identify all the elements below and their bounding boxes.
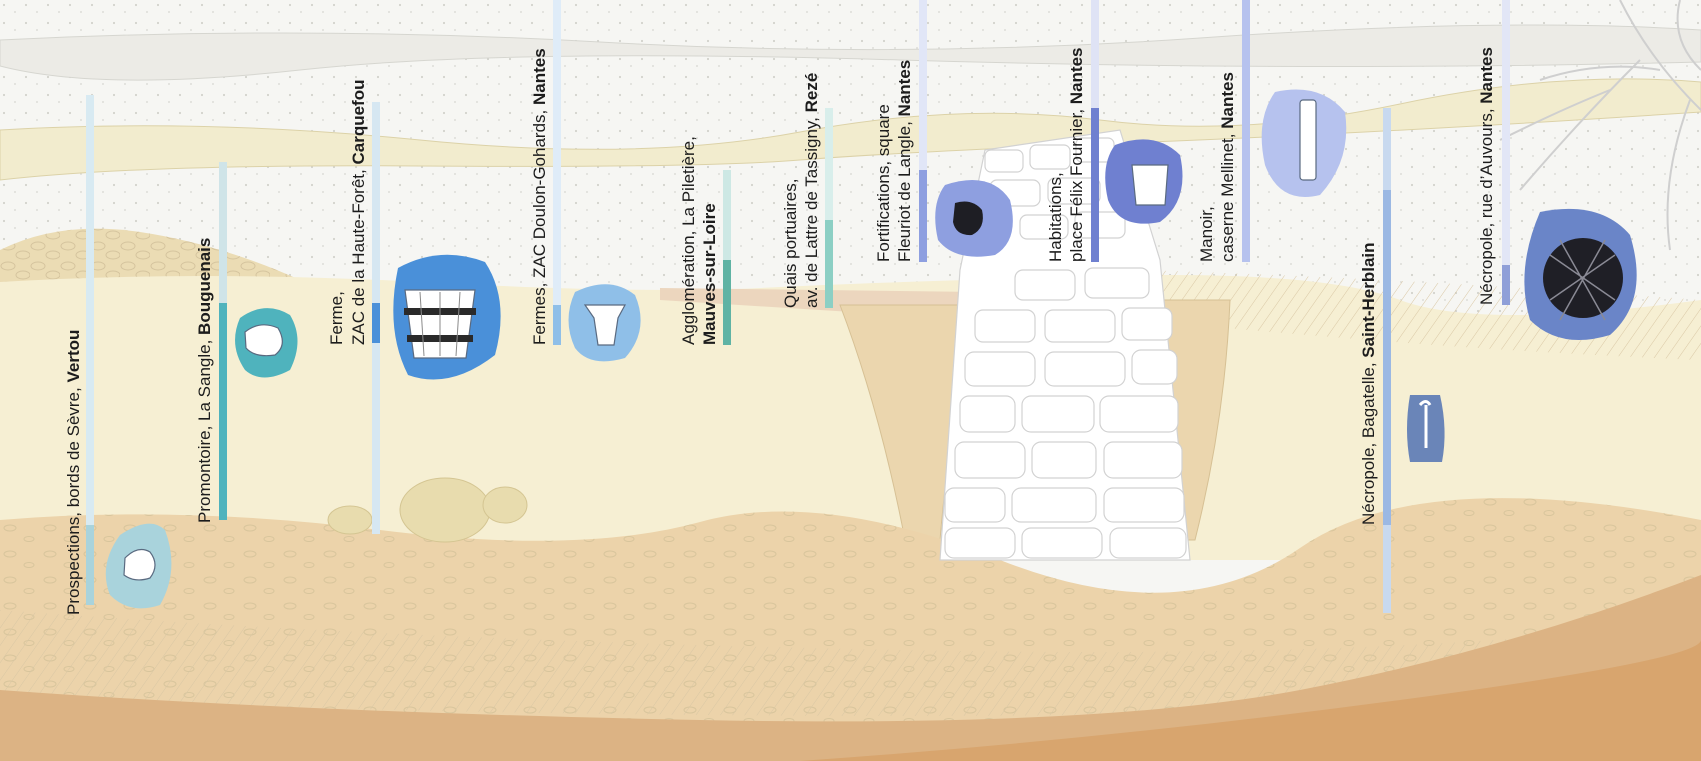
artifact-doulon <box>568 284 641 362</box>
ceramic-jar-icon <box>1131 164 1169 206</box>
hatched-lower <box>0 610 1701 716</box>
site-label: Agglomération, La Piletière, <box>679 136 698 345</box>
site-label: av. de Lattre de Tassigny, Rezé <box>802 73 821 308</box>
artifact-saint-herblain <box>1407 395 1445 462</box>
comb-icon <box>1299 99 1317 181</box>
artifact-auvours <box>1524 208 1637 340</box>
site-bar-fournier <box>1091 0 1099 262</box>
stone-tool-icon <box>244 324 283 357</box>
site-label: Manoir, <box>1197 206 1216 262</box>
site-label: Fermes, ZAC Doulon-Gohards, Nantes <box>530 48 549 345</box>
artifact-fournier <box>1105 139 1183 224</box>
site-bar-mellinet <box>1242 0 1250 262</box>
site-label: Nécropole, rue d’Auvours, Nantes <box>1477 47 1496 305</box>
site-label: Mauves-sur-Loire <box>700 203 719 345</box>
site-label: caserne Mellinet, Nantes <box>1218 72 1237 262</box>
boulder <box>327 505 373 535</box>
coin-icon <box>953 201 983 236</box>
site-label: place Félix Fournier, Nantes <box>1067 48 1086 262</box>
pale-band-top <box>0 24 1701 81</box>
artifact-badges <box>105 89 1637 609</box>
site-label: Prospections, bords de Sèvre, Vertou <box>64 330 83 615</box>
flint-stone-icon <box>123 548 156 581</box>
hairpin-icon <box>1418 400 1432 448</box>
site-label: Habitations, <box>1046 172 1065 262</box>
boulder <box>482 486 528 524</box>
site-bar-auvours <box>1502 0 1510 305</box>
boulder <box>399 477 491 543</box>
artifact-carquefou <box>393 254 501 380</box>
site-bar-saint-herblain <box>1383 108 1391 613</box>
dark-bottom <box>0 575 1701 761</box>
site-bars <box>86 0 1510 613</box>
site-bar-bouguenais <box>219 162 227 520</box>
site-label: Ferme, <box>327 291 346 345</box>
artifact-bouguenais <box>235 308 298 378</box>
site-label: Nécropole, Bagatelle, Saint-Herblain <box>1359 242 1378 525</box>
site-bar-mauves <box>723 170 731 345</box>
artifact-fleuriot <box>935 180 1013 257</box>
site-label: Promontoire, La Sangle, Bouguenais <box>195 238 214 523</box>
site-bar-fleuriot <box>919 0 927 262</box>
site-bar-reze <box>825 108 833 308</box>
site-label: Quais portuaires, <box>781 179 800 308</box>
site-bar-doulon <box>553 0 561 345</box>
artifact-mellinet <box>1261 89 1347 197</box>
tree-roots <box>1499 0 1701 251</box>
wooden-bucket-icon <box>404 289 476 359</box>
site-label: ZAC de la Haute-Forêt, Carquefou <box>349 80 368 345</box>
site-labels: Prospections, bords de Sèvre, Vertou Pro… <box>64 47 1496 615</box>
site-label: Fleuriot de Langle, Nantes <box>895 60 914 262</box>
animal-figurine-icon <box>583 304 627 346</box>
darker-bottom <box>800 640 1701 761</box>
sand-band <box>0 78 1701 181</box>
artifact-vertou <box>105 523 172 609</box>
site-bar-vertou <box>86 95 94 605</box>
site-bar-carquefou <box>372 102 380 534</box>
site-label: Fortifications, square <box>874 104 893 262</box>
